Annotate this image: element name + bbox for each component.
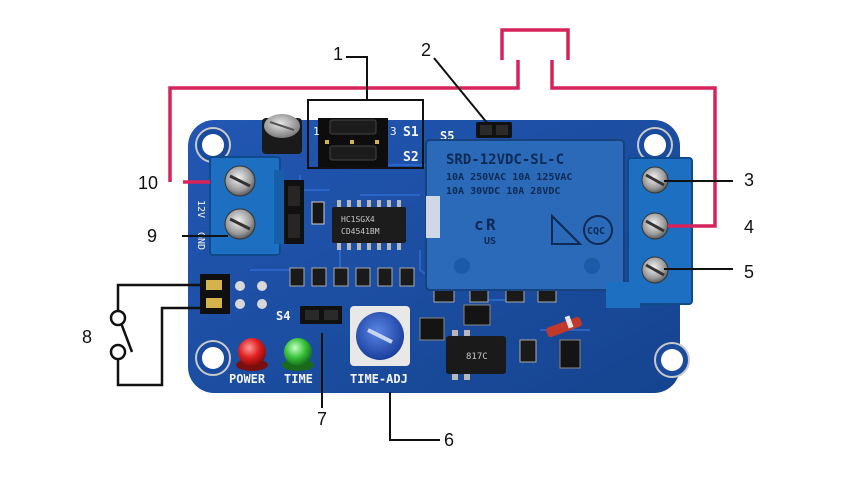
relay-cert-us: US	[484, 236, 496, 247]
jumper-pin-1-label: 1	[313, 125, 320, 138]
electrolytic-capacitor	[262, 114, 302, 154]
relay-cert-r: R	[486, 215, 496, 234]
s4-label: S4	[276, 309, 290, 323]
time-led	[282, 338, 314, 371]
relay-rating-dc: 10A 30VDC 10A 28VDC	[446, 186, 560, 197]
optocoupler	[446, 330, 506, 380]
callout-6: 6	[444, 430, 454, 450]
power-terminal-block	[209, 156, 284, 256]
relay-model-label: SRD-12VDC-SL-C	[446, 152, 564, 168]
ic-marking-line-1: HC1SGX4	[341, 215, 375, 224]
callout-3: 3	[744, 170, 754, 190]
timer-ic	[332, 200, 406, 250]
switch-contact-icon	[109, 309, 127, 361]
power-label: POWER	[229, 372, 266, 386]
time-label: TIME	[284, 372, 313, 386]
cqc-mark-icon	[551, 213, 613, 245]
callout-2: 2	[421, 40, 431, 60]
jumper-header-s1-s2	[318, 118, 388, 168]
12v-label: 12V	[195, 200, 206, 218]
gnd-label: GND	[195, 232, 206, 250]
callout-4: 4	[744, 217, 754, 237]
jumper-s5	[476, 122, 512, 138]
jumper-pin-3-label: 3	[390, 125, 397, 138]
s2-label: S2	[403, 150, 419, 165]
leader-lines	[182, 56, 733, 441]
power-led	[236, 338, 268, 371]
callout-10: 10	[138, 173, 158, 193]
ic-marking-line-2: CD4541BM	[341, 227, 380, 236]
time-adj-label: TIME-ADJ	[350, 372, 408, 386]
smd-components	[289, 201, 581, 369]
callout-8: 8	[82, 327, 92, 347]
diode	[546, 315, 582, 338]
mounting-hole	[637, 127, 673, 163]
callout-7: 7	[317, 409, 327, 429]
potentiometer	[350, 306, 410, 366]
callout-1: 1	[333, 44, 343, 64]
callout-5: 5	[744, 262, 754, 282]
output-terminal-block	[606, 157, 693, 308]
mounting-hole	[195, 340, 231, 376]
jumper-header-vertical	[284, 180, 304, 244]
jumper-s4	[300, 306, 342, 324]
optocoupler-marking: 817C	[466, 352, 488, 362]
relay	[425, 139, 625, 291]
mounting-hole	[654, 342, 690, 378]
relay-cert-cqc: CQC	[587, 226, 605, 237]
callout-9: 9	[147, 226, 157, 246]
red-wiring	[168, 28, 717, 228]
relay-cert-c: c	[474, 215, 484, 234]
s1-label: S1	[403, 125, 419, 140]
relay-rating-ac: 10A 250VAC 10A 125VAC	[446, 172, 572, 183]
